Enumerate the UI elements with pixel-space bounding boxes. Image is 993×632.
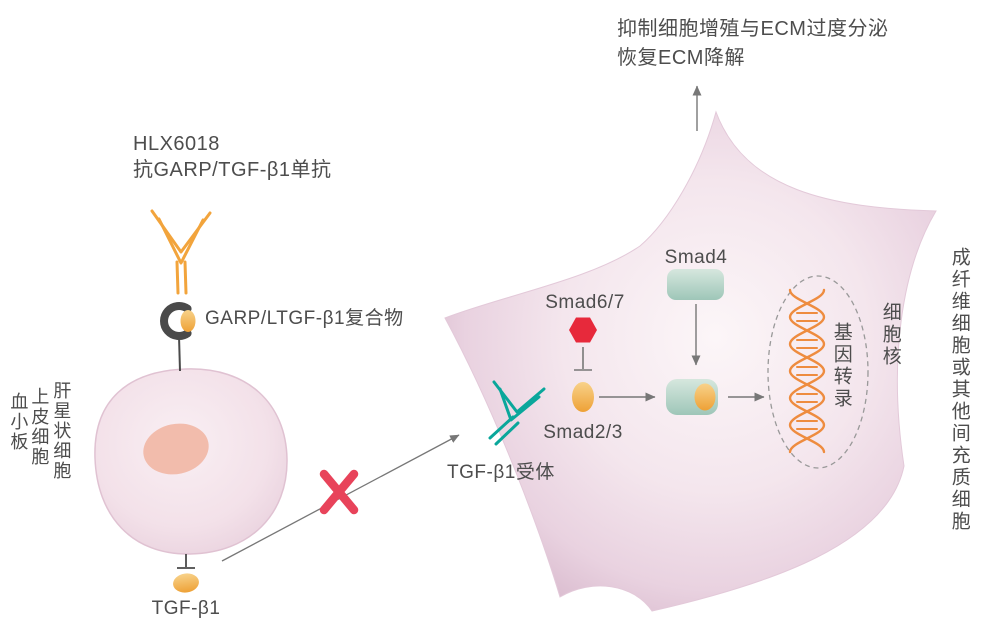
smad23-label: Smad2/3 bbox=[543, 422, 623, 443]
source-cell-label-platelet: 血小板 bbox=[8, 392, 29, 452]
garp-crescent-icon bbox=[160, 302, 192, 340]
stellate-cell-nucleus bbox=[143, 423, 209, 475]
smad4-label: Smad4 bbox=[664, 247, 728, 268]
stellate-cell bbox=[94, 368, 288, 555]
hlx6018-name: HLX6018 bbox=[133, 133, 220, 155]
hlx6018-description: 抗GARP/TGF-β1单抗 bbox=[133, 159, 332, 181]
smad4-icon bbox=[667, 269, 724, 300]
top-annotation-line2: 恢复ECM降解 bbox=[617, 47, 745, 69]
block-x-icon bbox=[319, 469, 359, 515]
complex-label: GARP/LTGF-β1复合物 bbox=[205, 308, 404, 329]
gene-transcription-label: 基因转录 bbox=[830, 322, 852, 410]
smad23-icon bbox=[572, 382, 594, 412]
ligand-label: TGF-β1 bbox=[151, 598, 221, 619]
smad67-inhibition-line bbox=[574, 347, 592, 371]
dna-helix-icon bbox=[788, 288, 826, 454]
tgfb1-ligand-icon bbox=[173, 573, 199, 593]
nucleus-outline bbox=[767, 275, 869, 469]
smad-complex-icon bbox=[666, 379, 718, 415]
tgfb1-receptor-icon bbox=[488, 380, 546, 446]
nucleus-label: 细胞核 bbox=[879, 302, 901, 368]
latent-tgfb1-icon bbox=[180, 310, 196, 332]
garp-ltgfb1-complex-icon bbox=[160, 302, 196, 372]
target-cell-label: 成纤维细胞或其他间充质细胞 bbox=[948, 247, 970, 533]
fibroblast-cell-body bbox=[444, 110, 937, 612]
smad67-inhibitor-icon bbox=[569, 317, 597, 343]
hlx6018-antibody-icon bbox=[150, 209, 212, 295]
tgfb1-release-inhibition bbox=[173, 554, 199, 593]
source-cell-label-epithelial: 上皮细胞 bbox=[29, 387, 50, 467]
source-cell-label-hepatic-stellate: 肝星状细胞 bbox=[51, 381, 72, 481]
receptor-label: TGF-β1受体 bbox=[447, 462, 555, 483]
smad67-label: Smad6/7 bbox=[545, 292, 625, 313]
top-annotation-line1: 抑制细胞增殖与ECM过度分泌 bbox=[617, 18, 889, 40]
